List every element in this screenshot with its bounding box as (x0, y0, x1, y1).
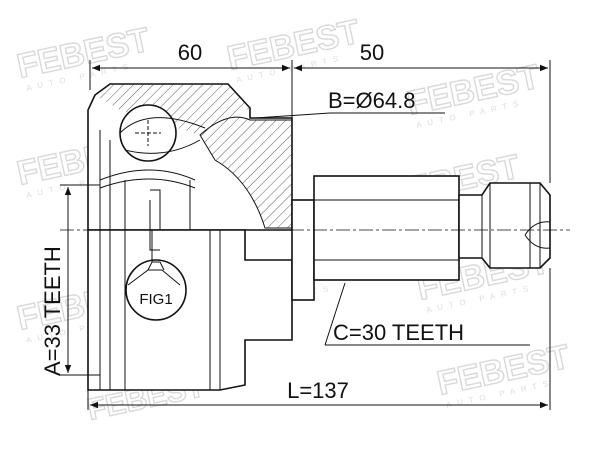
shaft-tip (458, 182, 551, 269)
cv-shaft (291, 175, 551, 301)
housing-lower-outline (87, 229, 293, 391)
shaft-spline (313, 175, 460, 281)
dim-top-left: 60 (89, 40, 293, 118)
fig1-label: FIG1 (139, 291, 172, 308)
fig1-circle (125, 259, 187, 321)
dim-outer-diameter-value: B=Ø64.8 (328, 88, 415, 113)
dim-length: L=137 (87, 268, 551, 410)
dim-outer-teeth-value: C=30 TEETH (333, 320, 464, 345)
dim-inner-teeth: A=33 TEETH (40, 184, 100, 376)
dim-length-value: L=137 (287, 378, 349, 403)
dim-top-right: 50 (294, 40, 551, 183)
fig1-detail: FIG1 (125, 230, 187, 321)
cv-housing (87, 83, 293, 391)
dim-top-left-value: 60 (178, 40, 202, 65)
housing-top-hatch (95, 84, 250, 135)
dim-outer-teeth: C=30 TEETH (324, 282, 530, 346)
dim-top-right-value: 50 (360, 40, 384, 65)
shaft-neck (291, 199, 315, 301)
dim-inner-teeth-value: A=33 TEETH (40, 246, 65, 376)
dim-outer-diameter: B=Ø64.8 (254, 88, 445, 119)
